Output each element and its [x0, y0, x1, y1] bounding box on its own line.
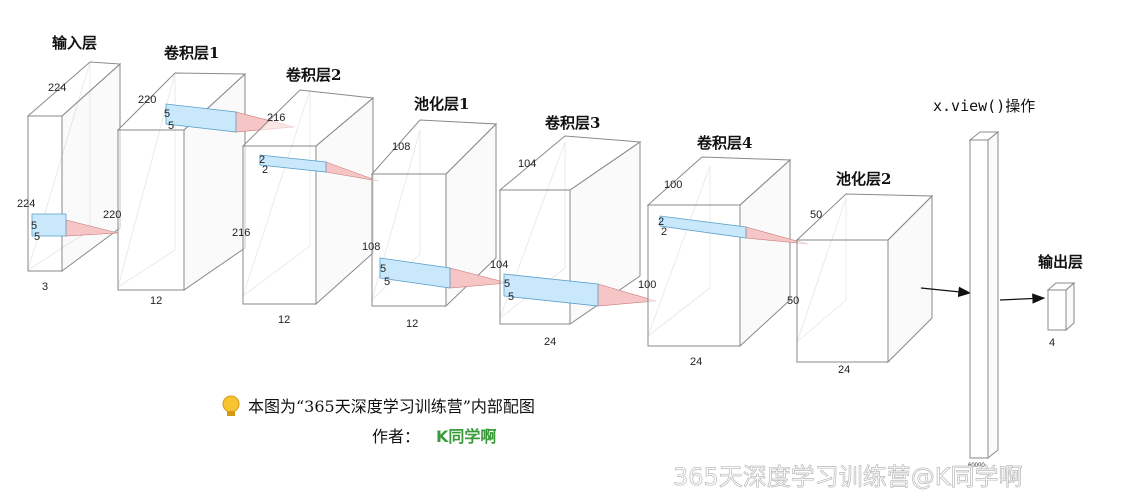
output-size-label: 4 [1049, 337, 1055, 349]
flatten-bar [970, 132, 998, 458]
conv3-layer-title: 卷积层3 [544, 114, 600, 132]
output-arrow [1000, 298, 1044, 300]
conv1-depth-label: 220 [138, 94, 156, 106]
conv4-channels-label: 24 [690, 356, 702, 368]
conv1b-kernel-size-b: 5 [168, 120, 174, 132]
conv1b-kernel-size-a: 5 [164, 108, 170, 120]
input-layer-block [28, 62, 120, 271]
conv4-kernel-size-b: 5 [508, 291, 514, 303]
pool2-kernel-size-b: 2 [661, 226, 667, 238]
pool1-height-label: 108 [362, 241, 380, 253]
conv3-kernel-size-b: 5 [384, 276, 390, 288]
conv4-layer-title: 卷积层4 [696, 134, 752, 152]
pool2-channels-label: 24 [838, 364, 850, 376]
input-depth-label: 224 [48, 82, 66, 94]
conv3-kernel-size-a: 5 [380, 263, 386, 275]
pool1-channels-label: 12 [406, 318, 418, 330]
pool2-depth-label: 50 [810, 209, 822, 221]
input-layer-title: 输入层 [52, 34, 97, 52]
pool2-height-label: 50 [787, 295, 799, 307]
conv3-channels-label: 24 [544, 336, 556, 348]
pool2-layer-title: 池化层2 [836, 170, 891, 188]
conv2-kernel-size-b: 2 [262, 164, 268, 176]
lightbulb-icon [223, 396, 239, 416]
input-channels-label: 3 [42, 281, 48, 293]
conv4-height-label: 100 [638, 279, 656, 291]
conv2-layer-title: 卷积层2 [285, 66, 341, 84]
conv2-depth-label: 216 [267, 112, 285, 124]
input-height-label: 224 [17, 198, 35, 210]
watermark-text: 365天深度学习训练营@K同学啊 [673, 463, 1023, 491]
conv2-channels-label: 12 [278, 314, 290, 326]
conv3-height-label: 104 [490, 259, 508, 271]
conv1-height-label: 220 [103, 209, 121, 221]
conv4-kernel-size-a: 5 [504, 278, 510, 290]
conv4-depth-label: 100 [664, 179, 682, 191]
conv1-layer-title: 卷积层1 [163, 44, 219, 62]
conv1-channels-label: 12 [150, 295, 162, 307]
conv1-kernel-size-b: 5 [34, 231, 40, 243]
flatten-title: x.view()操作 [933, 97, 1035, 115]
author-name: K同学啊 [436, 427, 496, 446]
author-label: 作者： [372, 427, 420, 446]
output-layer-block [1048, 283, 1074, 330]
conv2-height-label: 216 [232, 227, 250, 239]
output-layer-title: 输出层 [1038, 253, 1083, 271]
pool1-layer-title: 池化层1 [414, 95, 469, 113]
conv3-depth-label: 104 [518, 158, 536, 170]
pool1-depth-label: 108 [392, 141, 410, 153]
caption-line: 本图为“365天深度学习训练营”内部配图 [248, 397, 535, 416]
